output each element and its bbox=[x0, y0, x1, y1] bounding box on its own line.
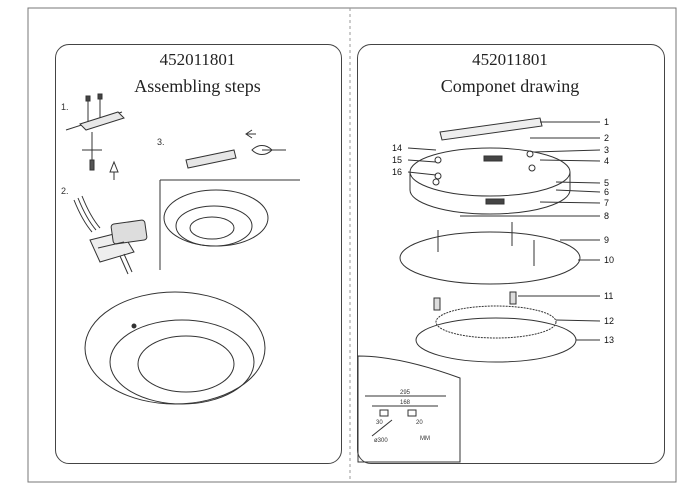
component-drawing-title: Componet drawing bbox=[440, 76, 580, 96]
callout-5: 5 bbox=[604, 178, 610, 188]
callout-13: 13 bbox=[604, 335, 615, 345]
dim-diameter: ø300 bbox=[374, 438, 388, 444]
dim-small-b: 20 bbox=[416, 420, 423, 426]
left-product-code: 452011801 bbox=[159, 50, 236, 69]
callout-2: 2 bbox=[604, 133, 610, 143]
assembling-steps-title: Assembling steps bbox=[134, 76, 261, 96]
callout-7: 7 bbox=[604, 198, 610, 208]
callout-1: 1 bbox=[604, 117, 610, 127]
callout-16: 16 bbox=[392, 167, 403, 177]
dim-small-a: 30 bbox=[376, 420, 383, 426]
callout-6: 6 bbox=[604, 187, 610, 197]
dim-overall: 295 bbox=[400, 390, 411, 396]
step-2-wiring-drawing bbox=[73, 195, 148, 275]
callout-12: 12 bbox=[604, 316, 615, 326]
callout-8: 8 bbox=[604, 211, 610, 221]
callout-11: 11 bbox=[604, 291, 614, 301]
finished-lamp-drawing bbox=[84, 291, 266, 405]
callout-10: 10 bbox=[604, 255, 615, 265]
callout-9: 9 bbox=[604, 235, 610, 245]
callout-4: 4 bbox=[604, 156, 610, 166]
component-drawing-panel bbox=[357, 44, 665, 464]
step-1-bracket-drawing bbox=[65, 93, 125, 180]
step-2-label: 2. bbox=[61, 186, 69, 196]
callout-14: 14 bbox=[392, 143, 403, 153]
dim-unit: MM bbox=[420, 436, 430, 442]
callout-15: 15 bbox=[392, 155, 403, 165]
step-3-label: 3. bbox=[157, 137, 165, 147]
step-3-assembly-drawing bbox=[159, 129, 300, 270]
dim-inner: 168 bbox=[400, 400, 411, 406]
right-product-code: 452011801 bbox=[472, 50, 548, 69]
callout-3: 3 bbox=[604, 145, 610, 155]
step-1-label: 1. bbox=[61, 102, 69, 112]
